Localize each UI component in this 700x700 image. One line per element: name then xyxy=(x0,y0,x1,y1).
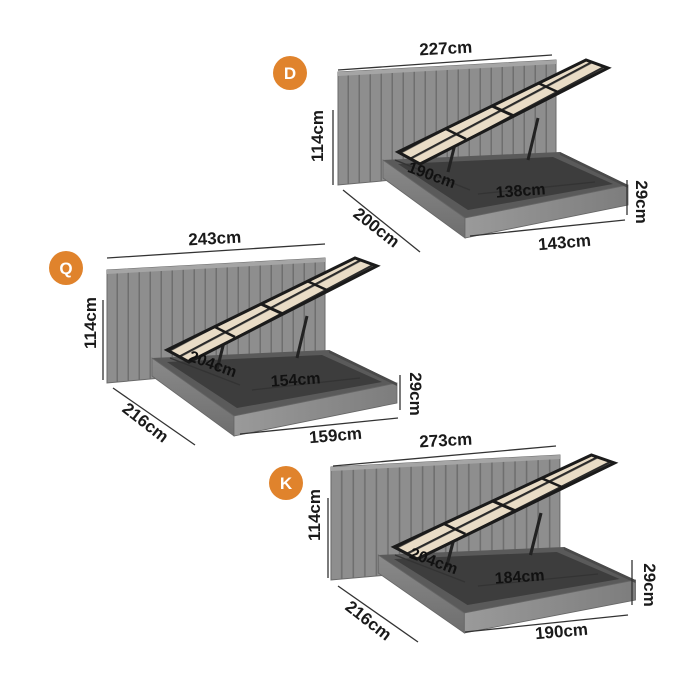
bed-k-base-width: 190cm xyxy=(534,620,588,644)
bed-k-height: 114cm xyxy=(305,489,324,541)
bed-d-base-width: 143cm xyxy=(537,231,591,255)
bed-d-illustration xyxy=(336,58,630,240)
bed-q-base-height: 29cm xyxy=(406,372,425,415)
bed-k: K 273cm 114cm 216cm 190cm 29cm 204cm 184… xyxy=(269,430,659,644)
bed-k-illustration xyxy=(329,453,638,635)
bed-d-length: 200cm xyxy=(350,204,403,252)
size-badge-d xyxy=(273,56,307,90)
bed-k-headboard-width: 273cm xyxy=(419,430,473,452)
bed-q-base-width: 159cm xyxy=(308,424,362,448)
bed-d-headboard-width: 227cm xyxy=(419,38,473,60)
bed-k-base-height: 29cm xyxy=(640,563,659,606)
bed-q: Q 243cm 114cm 216cm 159cm 29cm 204cm 154… xyxy=(49,228,425,448)
bed-q-length: 216cm xyxy=(119,399,172,447)
bed-d: D 227cm 114cm 200cm 143cm 29cm 190cm 138… xyxy=(273,38,651,255)
bed-k-mattress-width: 184cm xyxy=(494,567,545,587)
bed-q-height: 114cm xyxy=(81,297,100,349)
bed-q-mattress-width: 154cm xyxy=(270,370,321,390)
size-badge-q xyxy=(49,251,83,285)
size-badge-k-label: K xyxy=(280,474,293,493)
size-badge-k xyxy=(269,466,303,500)
size-badge-q-label: Q xyxy=(59,259,72,278)
bed-q-illustration xyxy=(105,256,399,438)
bed-q-headboard-width: 243cm xyxy=(188,228,242,250)
bed-d-base-height: 29cm xyxy=(632,180,651,223)
bed-d-mattress-width: 138cm xyxy=(495,181,546,201)
bed-d-height: 114cm xyxy=(308,110,327,162)
size-badge-d-label: D xyxy=(284,64,296,83)
